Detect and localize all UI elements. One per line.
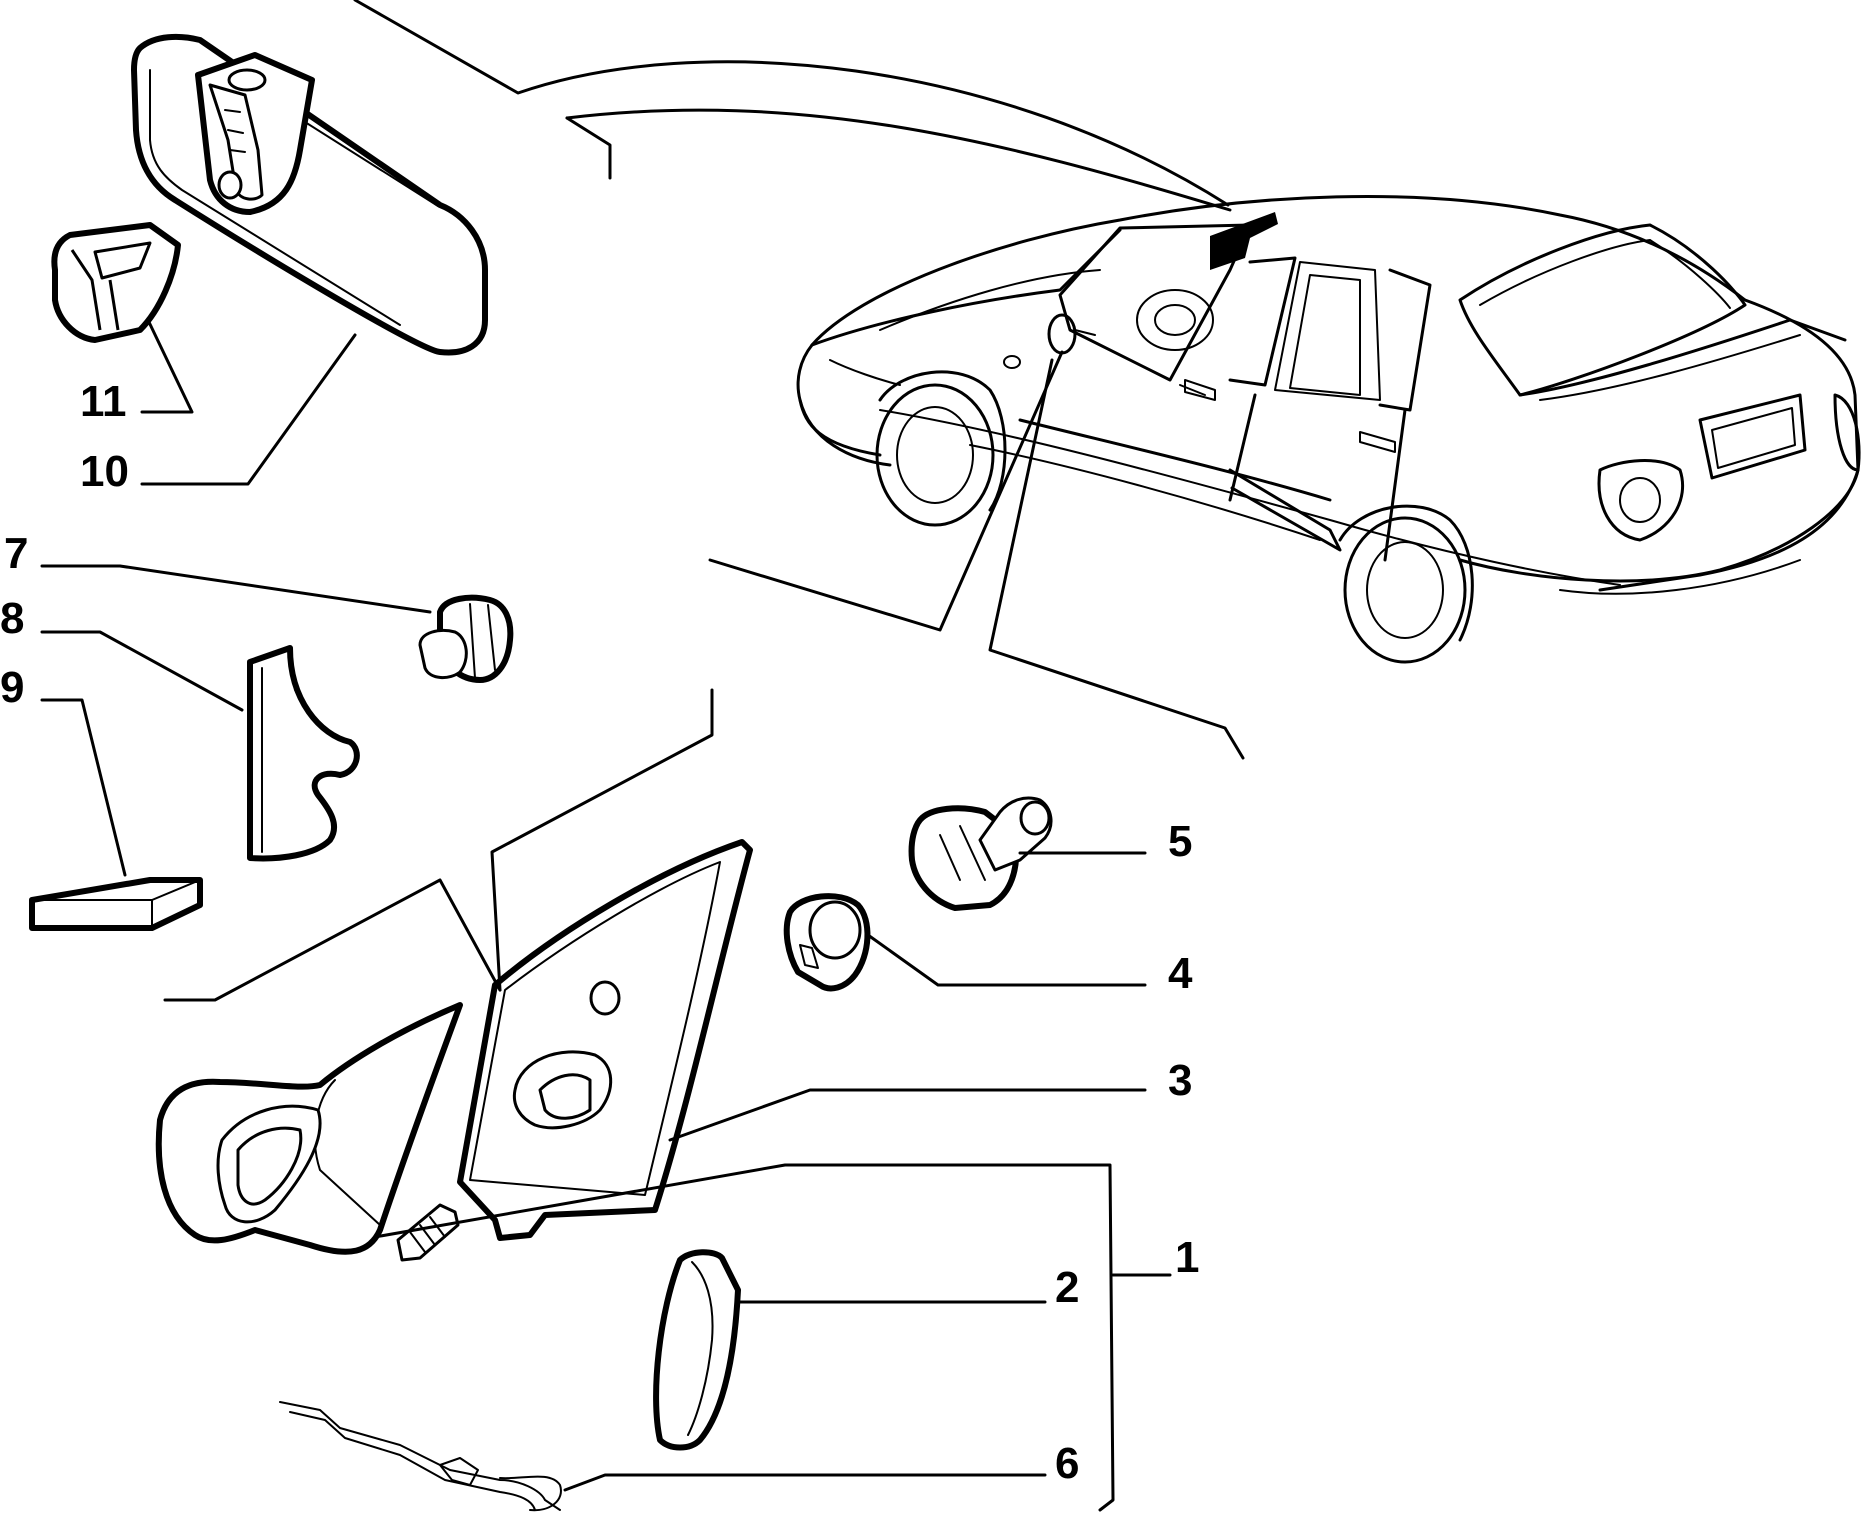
interior-rearview-mirror — [131, 33, 488, 356]
callout-11: 11 — [80, 377, 127, 426]
callout-9: 9 — [0, 663, 24, 712]
trim-cover-piece — [247, 645, 360, 862]
leader-lines-top — [140, 318, 357, 486]
callout-4: 4 — [1168, 949, 1193, 998]
adhesive-pad — [29, 877, 203, 931]
callout-labels: 1 2 3 4 5 6 7 8 9 10 11 — [0, 377, 1199, 1488]
callout-1: 1 — [1175, 1233, 1199, 1282]
callout-7: 7 — [4, 529, 28, 578]
mirror-control-cable — [279, 1401, 562, 1512]
callout-10: 10 — [80, 447, 129, 496]
leader-lines-bottom — [373, 1088, 1172, 1512]
callout-8: 8 — [0, 594, 24, 643]
mirror-glass — [653, 1249, 741, 1451]
mirror-seal-ring — [783, 893, 871, 992]
mirror-triangular-base — [163, 688, 753, 1241]
callout-3: 3 — [1168, 1056, 1192, 1105]
trim-plug — [418, 594, 514, 683]
sedan-car-illustration — [796, 195, 1861, 664]
leader-lines-right — [866, 851, 1147, 987]
mirror-mounting-clip — [51, 222, 181, 343]
callout-2: 2 — [1055, 1263, 1079, 1312]
exterior-door-mirror-assembly — [155, 1002, 463, 1262]
leader-lines-car — [353, 0, 1245, 760]
mirror-adjuster-knob — [908, 796, 1053, 911]
callout-5: 5 — [1168, 817, 1192, 866]
leader-lines-left — [40, 564, 432, 877]
callout-6: 6 — [1055, 1439, 1079, 1488]
